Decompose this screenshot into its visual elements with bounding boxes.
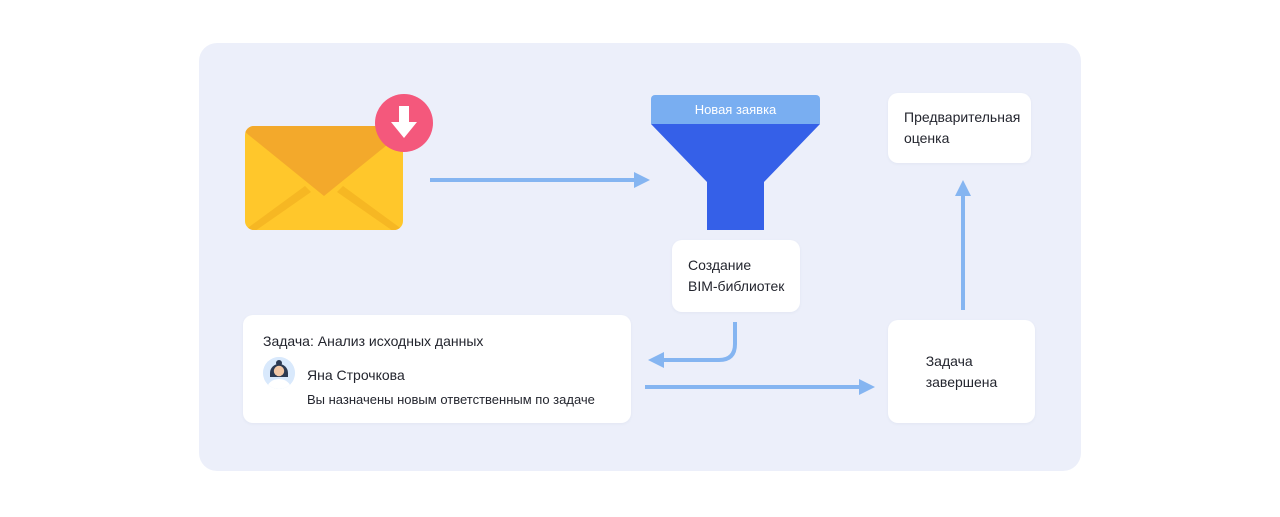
- task-title: Задача: Анализ исходных данных: [263, 333, 484, 349]
- arrow-envelope-to-funnel: [430, 172, 650, 188]
- card-preliminary-assessment: Предварительная оценка: [888, 93, 1031, 163]
- card-task-completed: Задача завершена: [888, 320, 1035, 423]
- download-badge: [375, 94, 433, 152]
- card-task-notification: Задача: Анализ исходных данных Яна Строч…: [243, 315, 631, 423]
- task-note: Вы назначены новым ответственным по зада…: [307, 392, 595, 407]
- female-avatar-icon: [263, 357, 295, 389]
- arrow-down-icon: [391, 106, 417, 138]
- card-creation-line1: Создание: [688, 257, 752, 273]
- card-assessment-line2: оценка: [904, 130, 950, 146]
- task-assignee-name: Яна Строчкова: [307, 367, 405, 383]
- arrow-creation-to-task: [648, 322, 737, 368]
- arrow-completed-to-assessment: [955, 180, 971, 310]
- card-completed-line1: Задача: [925, 352, 973, 369]
- funnel-graphic: Новая заявка: [651, 95, 820, 230]
- card-assessment-line1: Предварительная: [904, 109, 1021, 125]
- card-creation-bim: Создание BIM-библиотек: [672, 240, 800, 312]
- card-creation-line2: BIM-библиотек: [688, 278, 785, 294]
- card-completed-line2: завершена: [925, 373, 998, 390]
- funnel-header-label: Новая заявка: [651, 95, 820, 124]
- envelope-icon: [245, 126, 403, 230]
- funnel-icon: [651, 124, 820, 230]
- arrow-task-to-completed: [645, 379, 875, 395]
- avatar: [263, 357, 295, 389]
- card-completed-text: Задача завершена: [926, 351, 998, 393]
